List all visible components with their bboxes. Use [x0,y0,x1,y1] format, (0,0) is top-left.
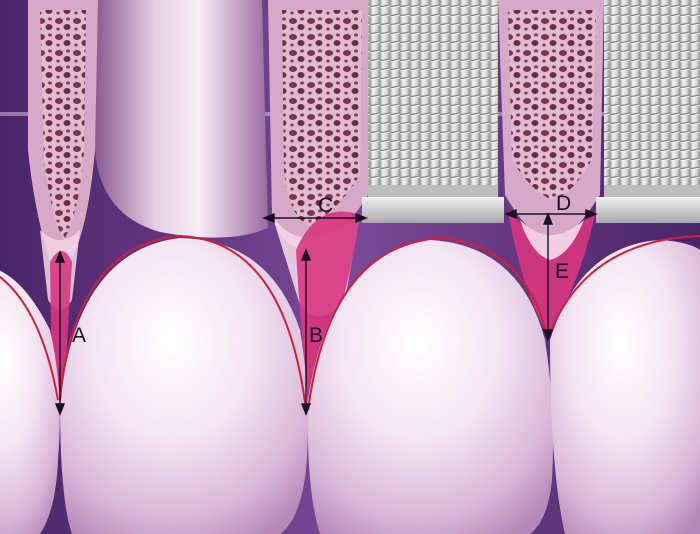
tooth-root [95,0,268,238]
label-a: A [72,324,86,347]
interdental-bone-right [498,0,604,245]
label-c: C [318,194,333,217]
implant-left [362,0,504,223]
label-e: E [555,260,569,283]
label-d: D [556,192,571,215]
implant-right [596,0,700,223]
label-b: B [309,324,323,347]
